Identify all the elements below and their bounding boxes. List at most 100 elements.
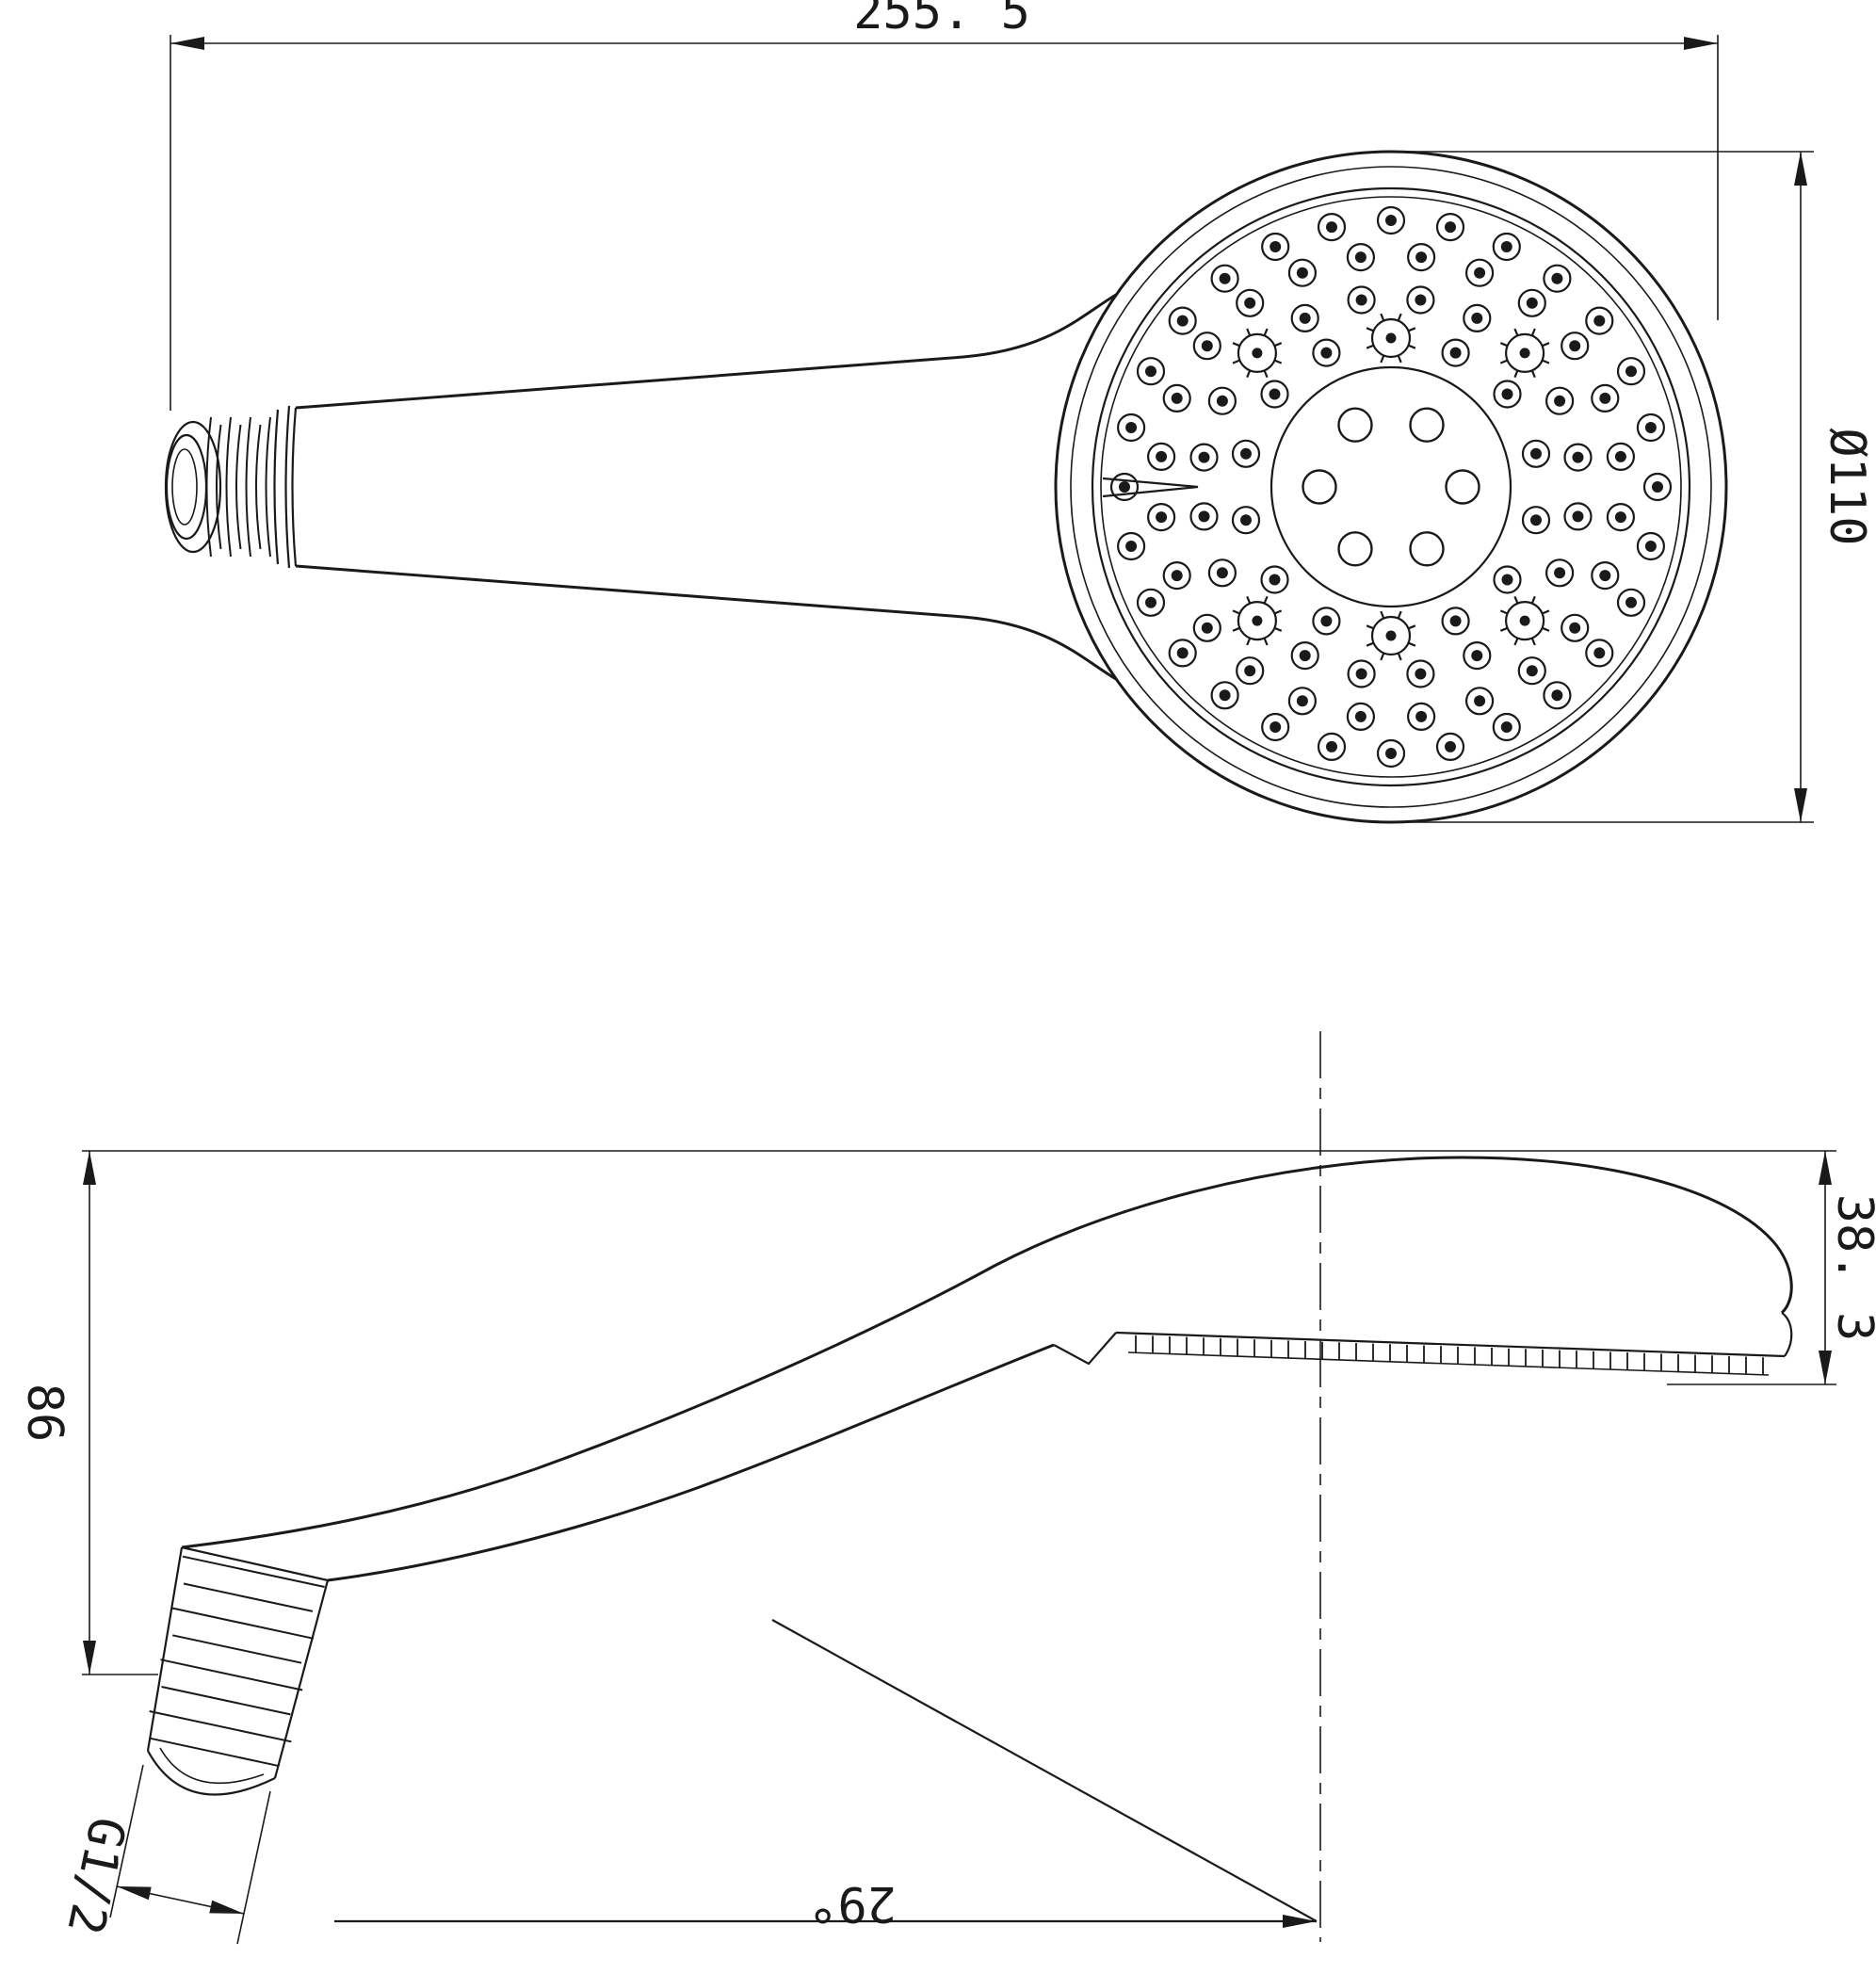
massage-nozzle-spoke (1246, 328, 1252, 336)
dimension-head-thickness: 38. 3 (1667, 1151, 1876, 1385)
nozzle-dot (1636, 413, 1666, 443)
face-lip (1053, 1332, 1117, 1366)
nozzle-dot-center (1572, 510, 1584, 523)
nozzle-dot (1544, 558, 1575, 588)
nozzle-dot (1287, 687, 1318, 716)
nozzle-dot (1231, 439, 1261, 468)
thread-ridge-side (183, 1582, 314, 1612)
nozzle-dot-center (1449, 615, 1462, 627)
face-nozzle-bumps (1135, 1335, 1764, 1376)
thread-ridges-side (149, 1555, 325, 1768)
arrowhead (170, 37, 204, 50)
dimension-label-head-diameter: Ø110 (1819, 428, 1875, 545)
thread-ridge (235, 424, 242, 550)
hub-hole (1302, 469, 1337, 505)
nozzle-dot (1260, 380, 1289, 409)
nozzle-dot-center (1326, 221, 1337, 234)
nozzle-dot (1616, 357, 1646, 386)
nozzle-dot-center (1625, 365, 1637, 378)
massage-nozzle-spoke (1542, 342, 1550, 348)
side-profile-outline (181, 1156, 1793, 1582)
nozzle-dot (1376, 738, 1406, 769)
thread-ridge (265, 416, 271, 558)
nozzle-dot (1521, 506, 1551, 535)
hub-holes (1302, 407, 1480, 567)
nozzle-dot (1591, 560, 1620, 591)
massage-nozzle-spoke (1542, 626, 1550, 632)
massage-nozzle-spoke (1542, 359, 1550, 364)
nozzle-dot (1606, 442, 1636, 471)
dimension-label-angle: 29° (808, 1875, 897, 1932)
massage-nozzle-spoke (1408, 624, 1416, 630)
massage-nozzle-spoke (1499, 342, 1509, 348)
arrowhead (83, 1641, 96, 1675)
nozzle-dot (1517, 656, 1546, 686)
nozzle-dot (1207, 558, 1237, 588)
massage-nozzle-spoke (1232, 626, 1240, 632)
nozzle-dot (1435, 213, 1465, 242)
thread-ridge (245, 416, 251, 558)
nozzle-dot-center (1216, 395, 1228, 407)
nozzle-dot-center (1415, 294, 1427, 306)
massage-nozzle (1504, 332, 1545, 373)
nozzle-dot-center (1501, 388, 1513, 400)
hub-hole (1409, 407, 1445, 443)
thread-ridges (205, 416, 271, 558)
nozzle-dot-center (1474, 267, 1486, 279)
massage-nozzle-spoke (1232, 359, 1240, 364)
nozzle-dot-center (1198, 451, 1210, 463)
massage-nozzle-spoke (1366, 624, 1374, 630)
arrowhead (1794, 152, 1807, 186)
massage-nozzle-spoke (1263, 638, 1269, 646)
massage-nozzle-center (1252, 348, 1263, 359)
nozzle-dot-center (1299, 312, 1311, 324)
hub-hole (1337, 531, 1373, 567)
nozzle-dot (1312, 338, 1341, 367)
nozzle-dot-center (1569, 340, 1581, 352)
massage-nozzle-spoke (1530, 369, 1536, 379)
nozzle-dot (1563, 502, 1593, 531)
nozzle-dot (1347, 285, 1376, 315)
nozzle-dot-center (1269, 388, 1281, 400)
thread-ridge-side (161, 1686, 291, 1716)
nozzle-dot (1317, 732, 1347, 762)
massage-nozzle-spoke (1408, 344, 1416, 349)
nozzle-dot-center (1530, 514, 1542, 526)
dimensions: 255. 5 Ø110 86 38. 3 G1/2 (16, 0, 1876, 1945)
arrowhead (1819, 1151, 1832, 1185)
nozzle-dot-center (1198, 510, 1210, 523)
nozzle-dot (1236, 656, 1265, 686)
nozzle-dot-center (1471, 312, 1483, 324)
nozzle-dot-center (1354, 251, 1367, 264)
nozzle-dot (1146, 502, 1176, 532)
nozzle-dot (1585, 306, 1614, 335)
nozzle-dot (1464, 258, 1495, 287)
nozzle-dot (1168, 639, 1197, 668)
nozzle-dot-center (1125, 422, 1138, 433)
massage-nozzle-spoke (1263, 369, 1269, 379)
massage-nozzle-spoke (1366, 641, 1374, 647)
nozzle-dot (1406, 659, 1435, 688)
nozzle-dot-center (1644, 422, 1657, 433)
nozzle-dot-center (1296, 267, 1308, 279)
thread-ridge (225, 416, 232, 558)
inlet-connector-side-view (146, 1545, 330, 1796)
massage-nozzle-spoke (1513, 328, 1519, 336)
massage-nozzle-spoke (1366, 327, 1374, 332)
nozzle-dot-center (1445, 221, 1456, 234)
thread-ridge (216, 424, 222, 550)
massage-nozzle-spoke (1366, 344, 1374, 349)
nozzle-dot-center (1176, 315, 1189, 327)
nozzle-dot (1109, 472, 1140, 502)
nozzle-dot (1260, 565, 1289, 594)
thread-ridge-side (171, 1607, 315, 1640)
nozzle-dot-center (1501, 574, 1513, 586)
massage-nozzle-spoke (1263, 328, 1269, 336)
massage-nozzle-spoke (1273, 342, 1283, 348)
thread-ridge (255, 424, 262, 550)
massage-nozzle-spoke (1263, 595, 1269, 605)
massage-nozzle-spoke (1246, 595, 1252, 605)
nozzle-dot-center (1554, 567, 1566, 579)
nozzle-dot-center (1415, 668, 1427, 680)
